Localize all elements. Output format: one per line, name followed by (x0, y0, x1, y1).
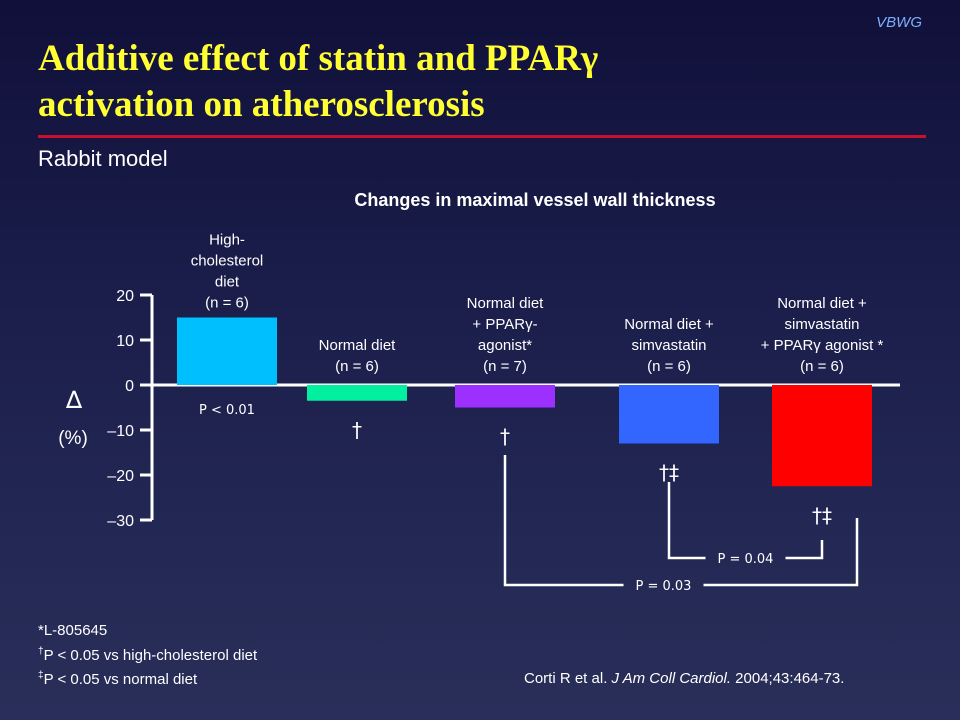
bar-note: P < 0.01 (199, 403, 255, 418)
y-tick-label: –20 (107, 468, 134, 485)
title-divider (38, 135, 926, 138)
bar (307, 385, 407, 401)
comparison-p-value: P = 0.04 (718, 552, 774, 567)
category-label: (n = 6) (800, 358, 844, 375)
significance-marker: † (352, 418, 362, 442)
category-label: Normal diet + (624, 316, 714, 333)
slide-title: Additive effect of statin and PPARγ acti… (38, 36, 918, 128)
y-tick-label: 0 (125, 378, 134, 395)
footnote-dagger: †P < 0.05 vs high-cholesterol diet (38, 646, 257, 664)
footnote-double-dagger-text: P < 0.05 vs normal diet (43, 671, 198, 688)
significance-marker: †‡ (659, 461, 679, 485)
category-label: (n = 7) (483, 358, 527, 375)
comparison-bracket (667, 482, 824, 560)
citation: Corti R et al. J Am Coll Cardiol. 2004;4… (524, 670, 844, 687)
footnote-double-dagger-symbol: ‡ (38, 670, 44, 681)
category-label: (n = 6) (205, 295, 249, 312)
footnote-double-dagger: ‡P < 0.05 vs normal diet (38, 670, 197, 688)
footnote-compound: *L-805645 (38, 622, 108, 639)
title-line-2: activation on atherosclerosis (38, 84, 485, 125)
category-label: + PPARγ agonist * (761, 337, 884, 354)
category-label: (n = 6) (335, 358, 379, 375)
category-label: High- (209, 232, 245, 249)
category-label: agonist* (478, 337, 532, 354)
category-label: cholesterol (191, 253, 264, 270)
category-label: (n = 6) (647, 358, 691, 375)
bar (619, 385, 719, 444)
y-tick-label: 10 (116, 333, 134, 350)
bar (455, 385, 555, 408)
title-line-1: Additive effect of statin and PPARγ (38, 38, 599, 79)
category-label: Normal diet + (777, 295, 867, 312)
citation-authors: Corti R et al. (524, 670, 612, 687)
category-label: diet (215, 274, 240, 291)
comparison-p-value: P = 0.03 (636, 579, 692, 594)
category-label: simvastatin (631, 337, 706, 354)
footnote-dagger-text: P < 0.05 vs high-cholesterol diet (43, 647, 258, 664)
subtitle: Rabbit model (38, 146, 168, 171)
bar (177, 317, 277, 385)
category-label: + PPARγ- (472, 316, 537, 333)
y-tick-label: –10 (107, 423, 134, 440)
chart-title: Changes in maximal vessel wall thickness (354, 190, 716, 210)
comparison-bracket (503, 455, 859, 587)
y-axis-label-unit: (%) (58, 428, 88, 449)
category-label: Normal diet (319, 337, 397, 354)
citation-details: 2004;43:464-73. (731, 670, 845, 687)
y-tick-label: 20 (116, 288, 134, 305)
significance-marker: † (500, 425, 510, 449)
y-tick-label: –30 (107, 513, 134, 530)
footnote-dagger-symbol: † (38, 646, 44, 657)
y-axis-label-symbol: ∆ (65, 386, 83, 414)
brand-label: VBWG (876, 14, 922, 31)
category-label: Normal diet (467, 295, 545, 312)
citation-journal: J Am Coll Cardiol. (611, 670, 732, 687)
category-label: simvastatin (784, 316, 859, 333)
bar (772, 385, 872, 487)
significance-marker: †‡ (812, 503, 832, 527)
